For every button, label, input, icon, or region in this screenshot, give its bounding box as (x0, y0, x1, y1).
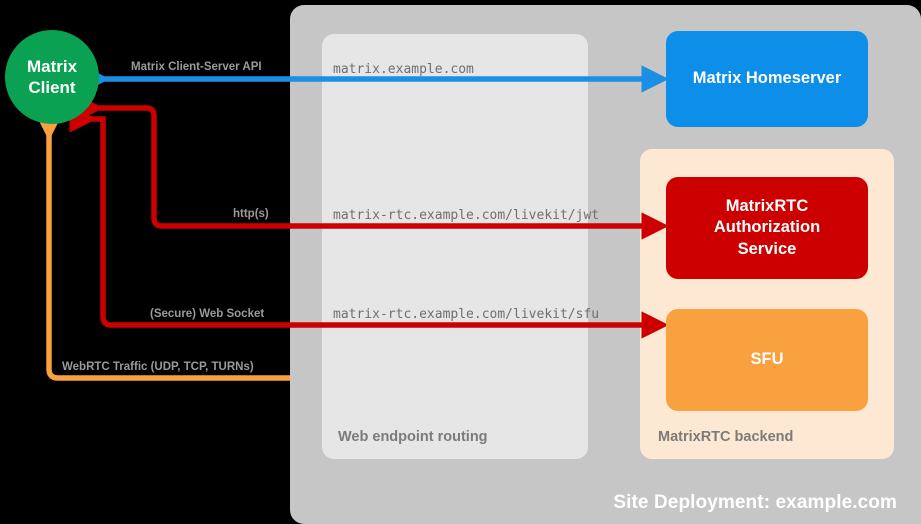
site-deployment-label: Site Deployment: example.com (613, 492, 897, 513)
edge-label-webrtc-traffic: WebRTC Traffic (UDP, TCP, TURNs) (62, 361, 254, 373)
node-matrix-client[interactable]: Matrix Client (5, 30, 99, 124)
node-sfu-label: SFU (750, 350, 784, 369)
node-matrixrtc-authorization-service[interactable]: MatrixRTC Authorization Service (666, 177, 868, 279)
edge-label-secure-web-socket: (Secure) Web Socket (150, 308, 265, 320)
node-matrix-homeserver[interactable]: Matrix Homeserver (666, 31, 868, 127)
endpoint-label-livekit-jwt: matrix-rtc.example.com/livekit/jwt (333, 208, 600, 223)
node-matrix-homeserver-label: Matrix Homeserver (692, 69, 842, 88)
node-matrix-client-line2: Client (28, 78, 76, 97)
endpoint-label-livekit-sfu: matrix-rtc.example.com/livekit/sfu (333, 307, 600, 322)
edge-webrtc-traffic (35, 113, 669, 392)
node-auth-line1: MatrixRTC (725, 196, 809, 215)
endpoint-label-matrix-example-com: matrix.example.com (333, 62, 474, 77)
web-endpoint-routing-label: Web endpoint routing (338, 429, 488, 445)
node-matrix-client-line1: Matrix (26, 56, 78, 76)
edge-label-matrix-client-server-api: Matrix Client-Server API (131, 61, 262, 73)
edge-label-http-s: http(s) (233, 208, 269, 220)
node-sfu[interactable]: SFU (666, 309, 868, 411)
matrixrtc-backend-label: MatrixRTC backend (658, 429, 794, 445)
node-auth-line3: Service (737, 239, 797, 258)
node-auth-line2: Authorization (713, 218, 821, 237)
